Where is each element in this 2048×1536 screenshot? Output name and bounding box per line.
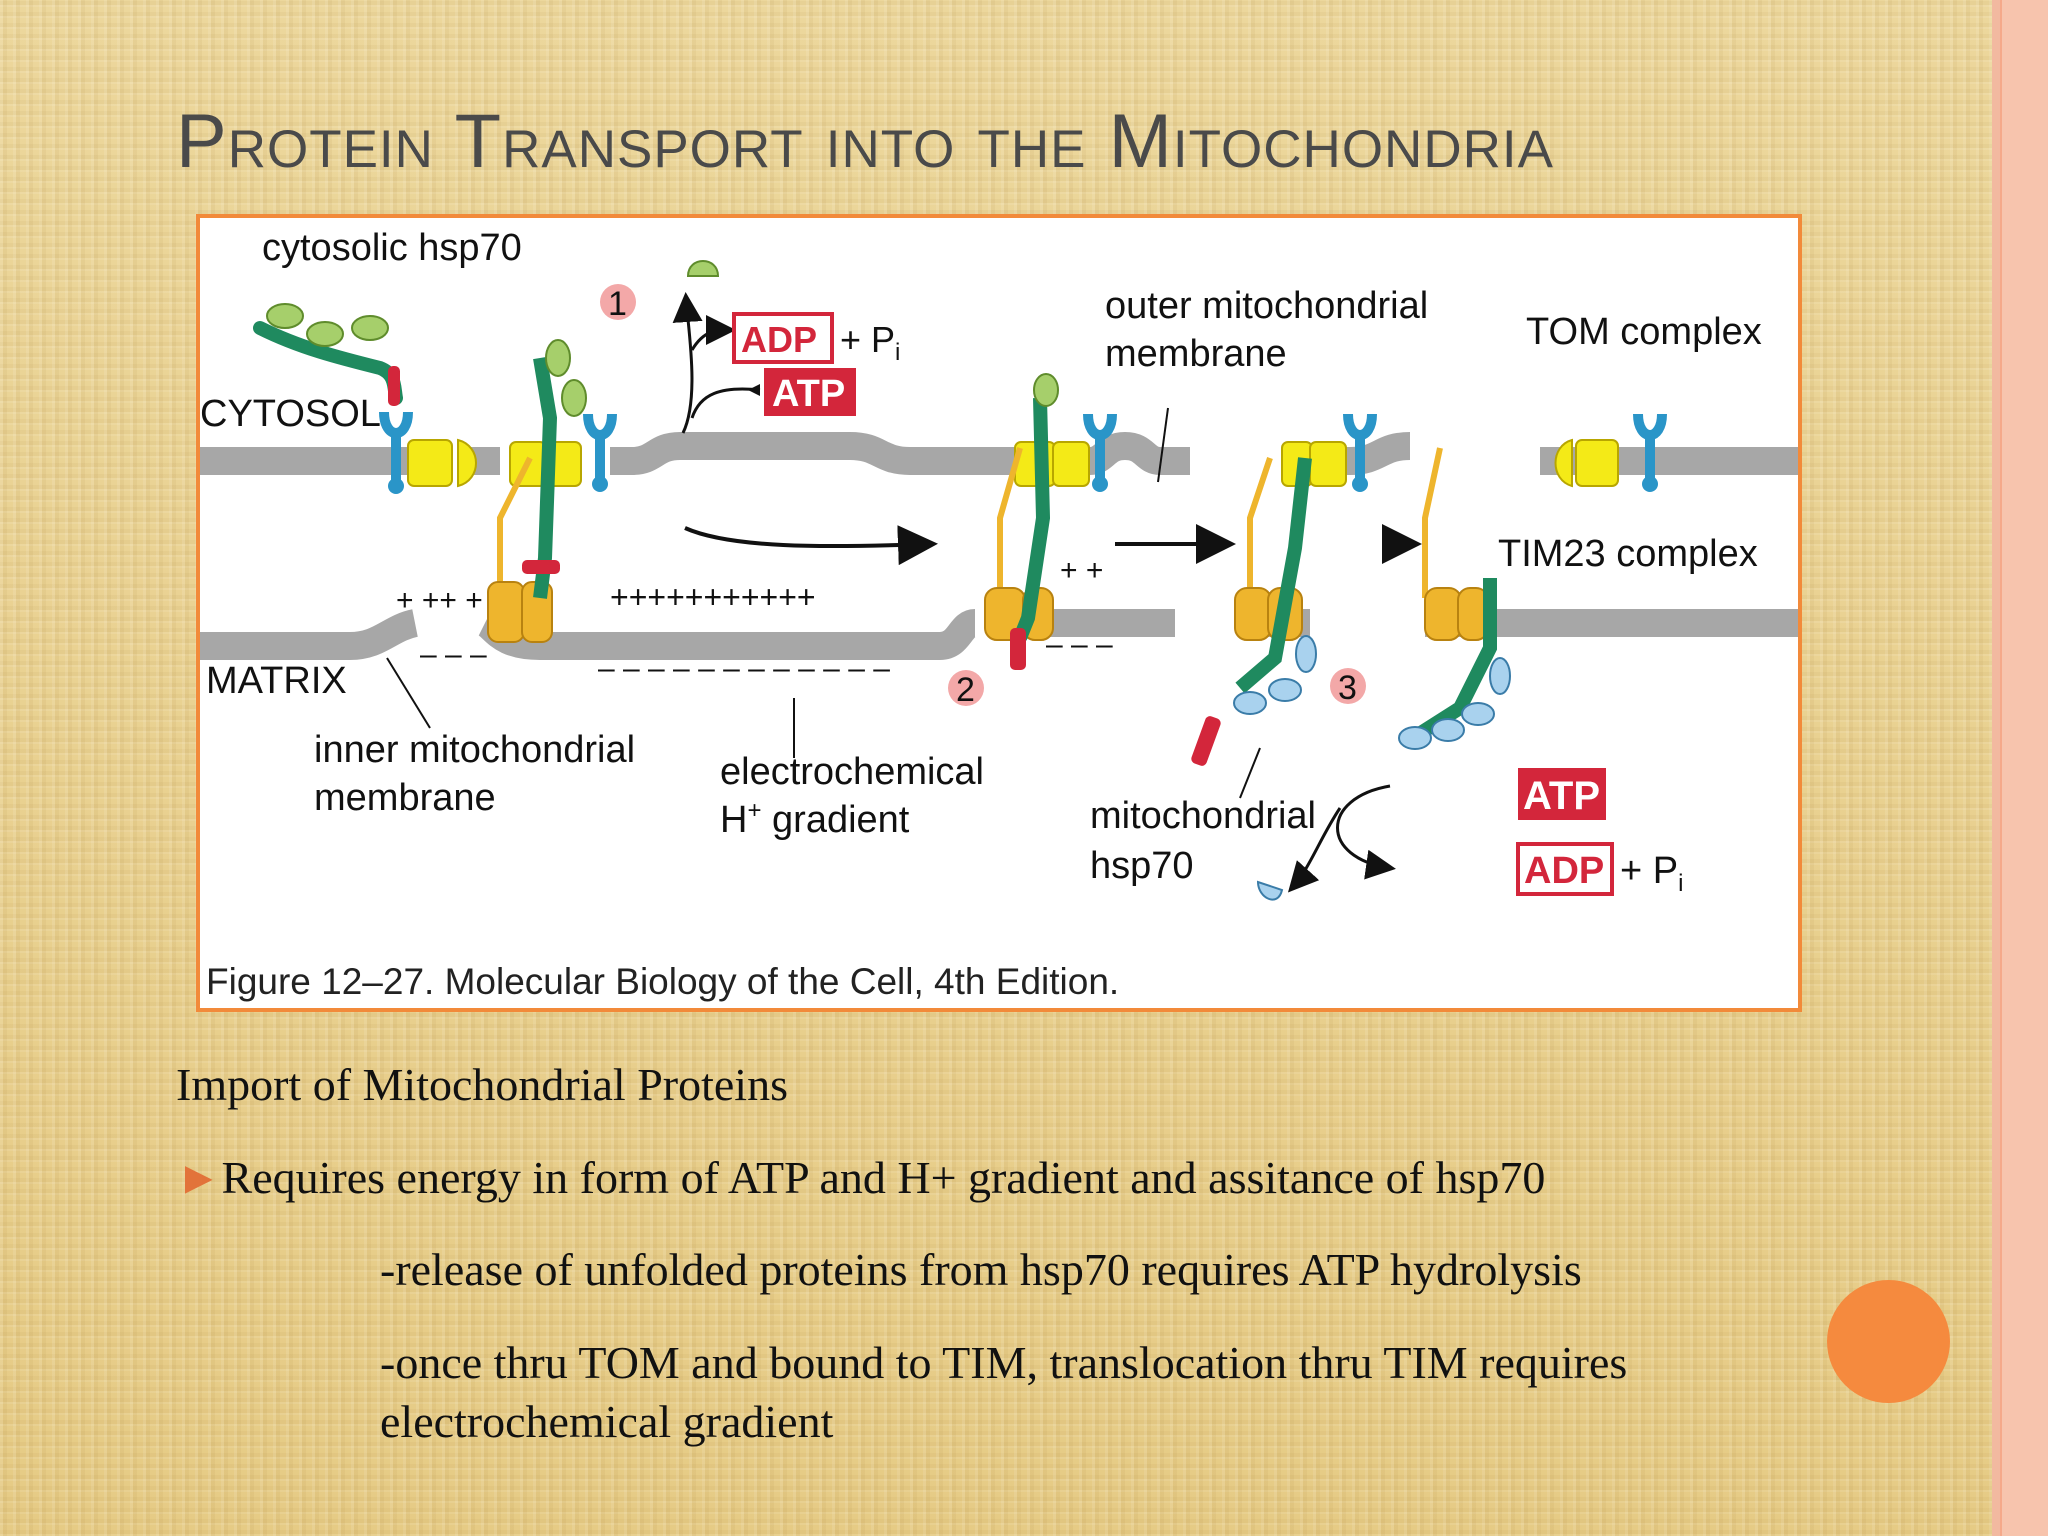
plus-charges: +++++++++++ <box>610 579 816 615</box>
mito-hsp70-released <box>1256 880 1284 901</box>
right-decor-band-outer <box>2002 0 2048 1536</box>
atp-arrow-in <box>690 387 761 419</box>
step-1-circle <box>600 284 636 320</box>
atp-cycle-2 <box>1336 784 1396 880</box>
label-outer-membrane-2: membrane <box>1105 333 1287 375</box>
label-gradient-1: electrochemical <box>720 751 984 793</box>
tom-complex-right <box>1554 413 1667 492</box>
atp-box-2 <box>1518 768 1606 820</box>
bullet-arrow-icon: ► <box>176 1152 222 1203</box>
label-inner-membrane-1: inner mitochondrial <box>314 729 635 771</box>
label-outer-membrane-1: outer mitochondrial <box>1105 285 1428 327</box>
outer-membrane <box>200 431 1798 475</box>
label-cytosolic-hsp70: cytosolic hsp70 <box>262 227 522 269</box>
presequence-1 <box>388 366 400 406</box>
atp-label-2: ATP <box>1523 774 1600 818</box>
decorative-orange-circle <box>1827 1280 1950 1403</box>
inner-membrane <box>200 609 1798 660</box>
tom-tim-complex-2 <box>487 339 617 643</box>
sub-point-1: -release of unfolded proteins from hsp70… <box>380 1244 1582 1295</box>
figure-caption: Figure 12–27. Molecular Biology of the C… <box>206 961 1120 1002</box>
adp-label-2: ADP <box>1524 850 1604 892</box>
sub-point-2-line-1: -once thru TOM and bound to TIM, translo… <box>380 1337 1628 1388</box>
step-2-number: 2 <box>956 671 975 709</box>
figure-panel: cytosolic hsp70 CYTOSOL MATRIX outer mit… <box>196 214 1802 1012</box>
bullet-point: ►Requires energy in form of ATP and H+ g… <box>176 1148 1545 1208</box>
minus-right: – – – <box>1046 628 1113 661</box>
label-tom-complex: TOM complex <box>1526 311 1762 353</box>
pi-label-2: + Pi <box>1620 850 1683 897</box>
released-hsp70 <box>686 260 720 277</box>
step-2-circle <box>948 670 984 706</box>
tom-complex-1 <box>379 411 477 494</box>
pi-label-1: + Pi <box>840 319 900 366</box>
mitochondrial-import-diagram: cytosolic hsp70 CYTOSOL MATRIX outer mit… <box>200 227 1798 901</box>
atp-label-1: ATP <box>772 373 845 415</box>
step-1-number: 1 <box>608 285 627 323</box>
body-heading: Import of Mitochondrial Proteins <box>176 1059 788 1110</box>
right-decor-band <box>1992 0 2002 1536</box>
cytosolic-hsp70-c <box>351 315 389 341</box>
plus-left: + ++ + <box>396 584 483 617</box>
label-tim23-complex: TIM23 complex <box>1498 533 1758 575</box>
label-mito-hsp70-1: mitochondrial <box>1090 795 1316 837</box>
step-3-circle <box>1330 668 1366 704</box>
label-mito-hsp70-2: hsp70 <box>1090 845 1194 887</box>
tom-tim-complex-3 <box>984 373 1117 670</box>
sub-point-2-line-2: electrochemical gradient <box>380 1396 834 1447</box>
label-gradient-2: H+ gradient <box>720 797 910 841</box>
minus-left: – – – <box>420 638 487 671</box>
adp-box-2 <box>1516 842 1614 896</box>
adp-label-1: ADP <box>741 319 817 360</box>
cytosolic-hsp70-a <box>266 303 304 329</box>
cytosolic-hsp70-b <box>306 321 344 347</box>
slide-title: Protein Transport into the Mitochondria <box>176 99 1554 184</box>
tom-tim-complex-5 <box>1398 447 1511 750</box>
label-cytosol: CYTOSOL <box>200 393 381 435</box>
atp-box-1 <box>764 368 856 416</box>
plus-right: + + <box>1060 554 1103 587</box>
minus-charges: – – – – – – – – – – – – <box>598 652 890 685</box>
atp-arrow-up <box>672 292 703 434</box>
label-matrix: MATRIX <box>206 660 347 702</box>
adp-arrow <box>690 314 736 351</box>
bullet-text: Requires energy in form of ATP and H+ gr… <box>221 1152 1546 1203</box>
tom-tim-complex-4 <box>1191 413 1377 766</box>
adp-box-1 <box>732 312 834 364</box>
right-decor-line <box>2000 0 2002 1536</box>
step-3-number: 3 <box>1338 669 1357 707</box>
label-inner-membrane-2: membrane <box>314 777 496 819</box>
